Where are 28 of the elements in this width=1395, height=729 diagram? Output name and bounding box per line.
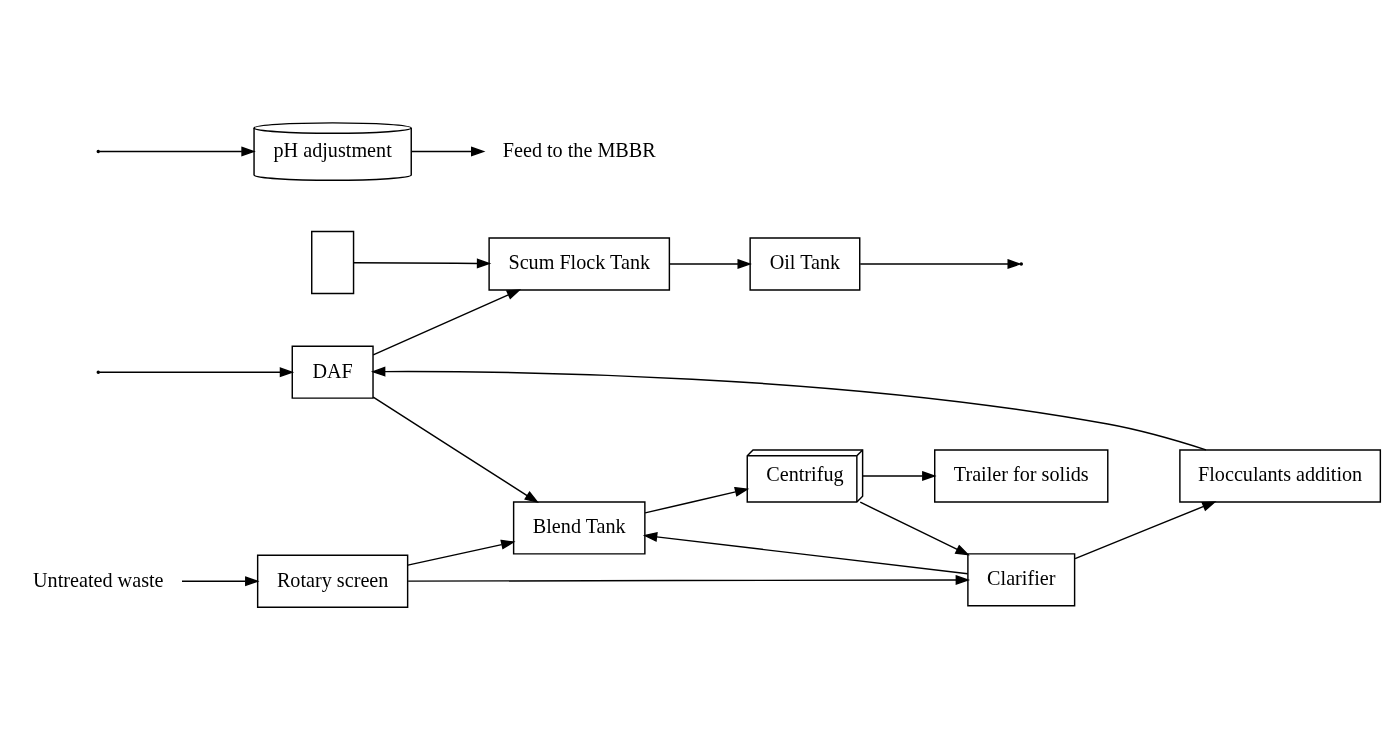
node-box: Oil Tank [749, 236, 861, 291]
arrow [862, 470, 937, 481]
arrow [407, 539, 516, 566]
arrow [1074, 500, 1217, 559]
arrow [407, 574, 971, 585]
node-box: Clarifier [967, 552, 1076, 606]
arrow [352, 257, 492, 268]
arrow [859, 500, 970, 555]
node-text: Feed to the MBBR [502, 138, 656, 161]
arrow [668, 258, 752, 269]
arrow [859, 258, 1022, 269]
node-box: Scum Flock Tank [488, 236, 671, 291]
arrow [99, 366, 295, 377]
arrow [411, 145, 486, 157]
arrow [372, 288, 522, 355]
node-box: Flocculants addition [1179, 448, 1382, 503]
node-text: Untreated waste [33, 568, 164, 591]
arrow [644, 486, 750, 514]
node-box: Rotary screen [256, 554, 409, 608]
node-box: Blend Tank [512, 500, 646, 555]
arrow [181, 575, 260, 586]
arrow [99, 145, 256, 157]
arrow [370, 366, 1207, 451]
arrow [642, 531, 969, 574]
node-box [311, 230, 355, 294]
node-box: Trailer for solids [934, 448, 1109, 503]
arrow [372, 395, 539, 503]
node-box: DAF [291, 345, 374, 399]
